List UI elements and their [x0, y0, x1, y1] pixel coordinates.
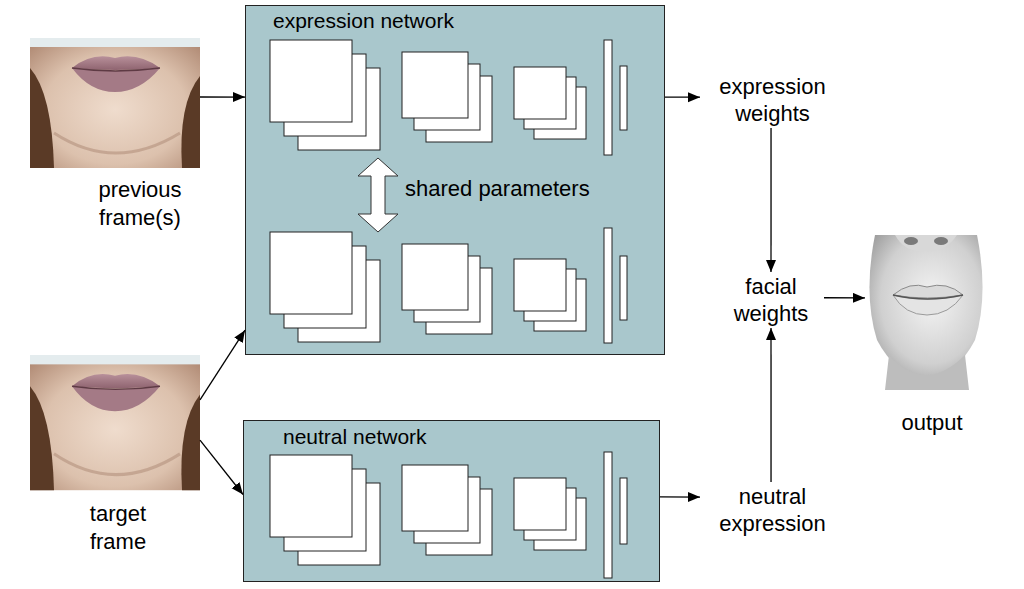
flow-arrow — [770, 328, 771, 482]
node-label: previous frame(s) — [70, 176, 210, 232]
output-term: expression weights — [700, 72, 845, 128]
flow-arrow — [200, 330, 245, 400]
output-face-render — [869, 235, 982, 390]
network-title: neutral network — [283, 425, 427, 449]
node-label: neutral expression — [700, 483, 845, 537]
output-term: facial weights — [718, 272, 824, 328]
node-label: expression weights — [700, 73, 845, 127]
flow-arrow — [660, 496, 700, 497]
input-image: target frame — [30, 355, 200, 490]
output-term: neutral expression — [700, 482, 845, 538]
output-image: output — [865, 235, 987, 390]
target-frame-photo — [30, 355, 200, 490]
node-label: output — [877, 409, 987, 437]
flow-arrow — [770, 128, 771, 272]
layer-stacks — [270, 40, 627, 578]
network-title: expression network — [273, 9, 454, 33]
flow-arrow — [824, 297, 865, 298]
node-label: target frame — [78, 500, 158, 556]
flow-arrow — [665, 96, 700, 97]
network-box: neutral network — [243, 420, 660, 582]
node-label: facial weights — [718, 273, 824, 327]
previous-frame-photo — [30, 38, 200, 168]
network-box: expression network — [245, 5, 665, 355]
input-image: previous frame(s) — [30, 38, 200, 168]
shared-double-arrow — [358, 158, 398, 232]
flow-arrow — [200, 96, 245, 97]
flow-arrow — [200, 440, 243, 494]
